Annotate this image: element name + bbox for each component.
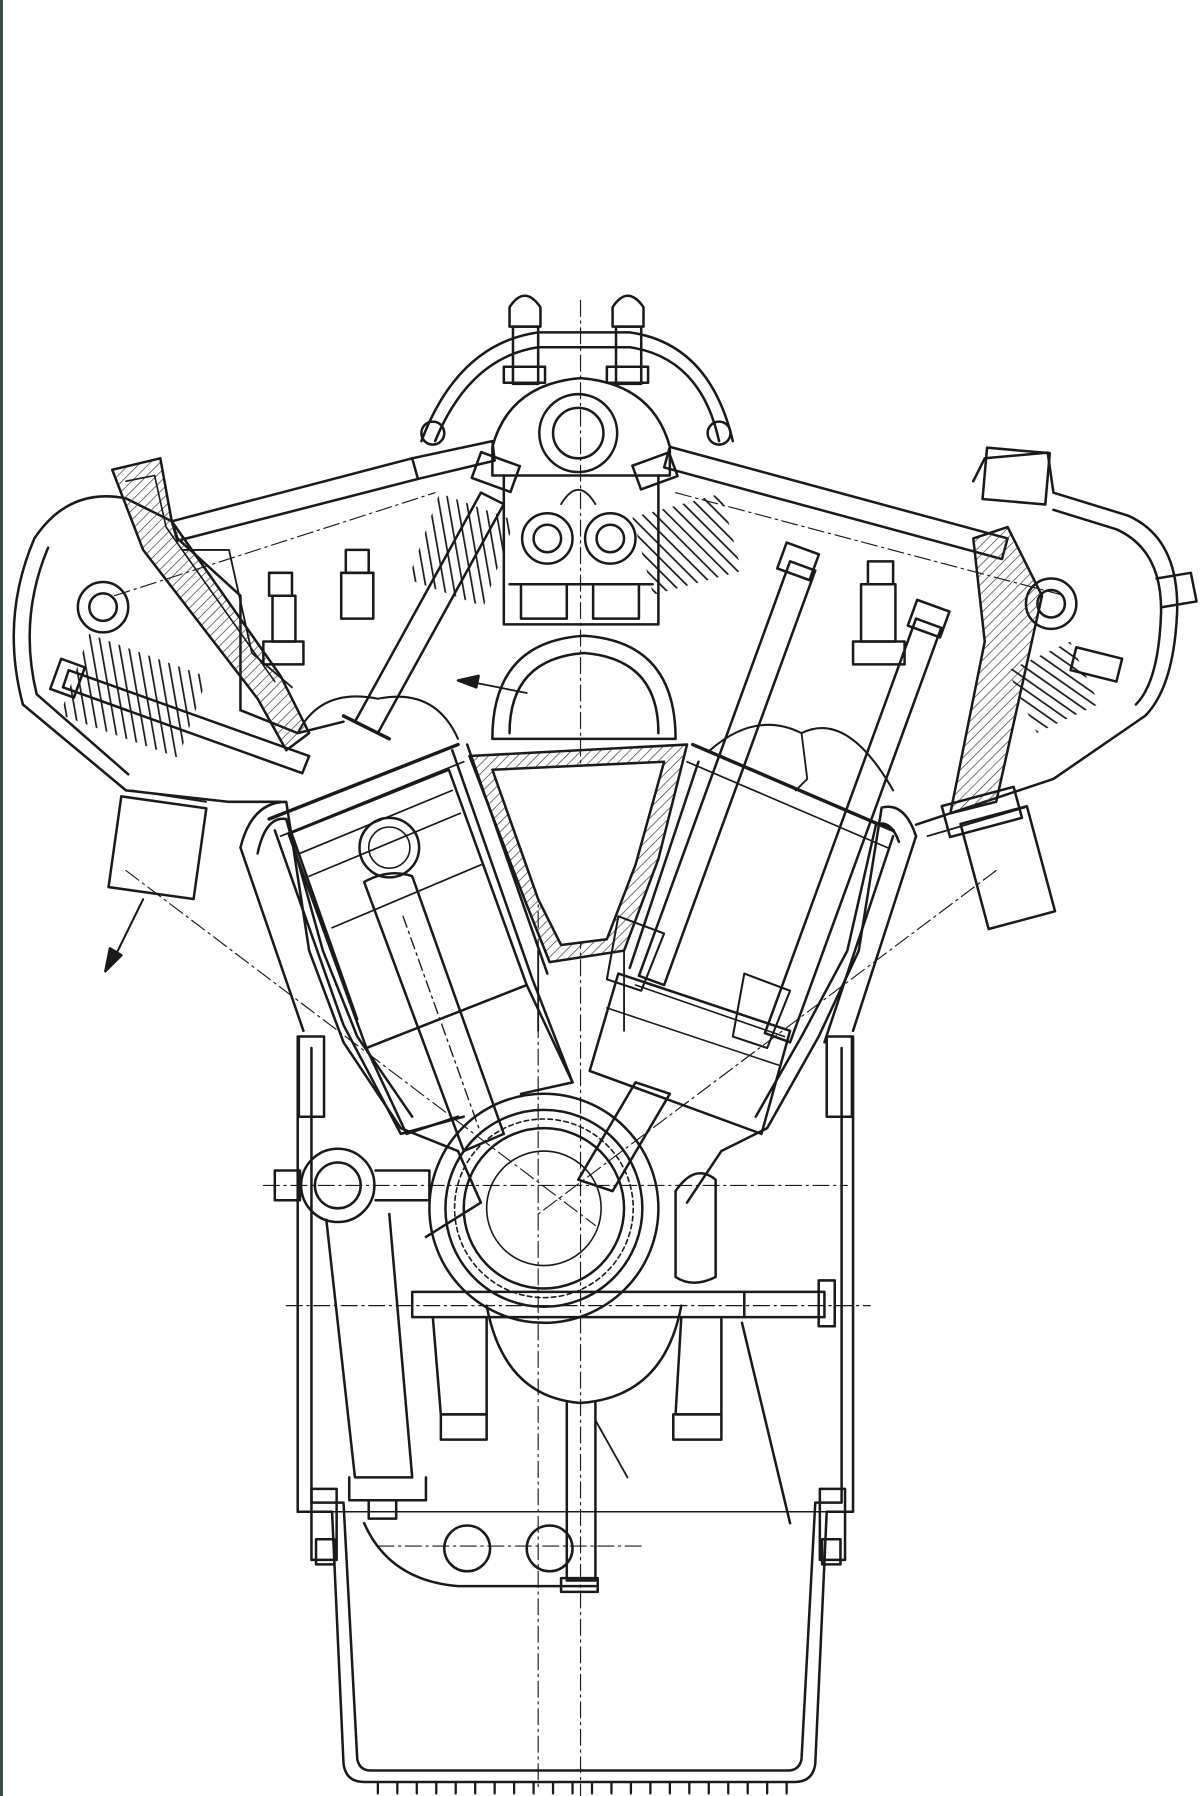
right-connecting-rod	[576, 1081, 672, 1193]
left-spark-plugs	[262, 548, 375, 666]
left-cylinder-head	[12, 495, 345, 804]
main-bearing	[410, 1171, 836, 1441]
left-exhaust-valve	[48, 633, 311, 775]
left-exhaust-port	[107, 457, 311, 901]
right-exhaust-port	[926, 525, 1057, 931]
cam-cover	[420, 331, 735, 446]
right-intake-valve	[631, 451, 742, 595]
crankcase	[296, 1035, 855, 1784]
right-piston	[588, 972, 792, 1136]
left-piston	[287, 768, 574, 1136]
left-intake-valve	[341, 450, 522, 741]
top-studs	[502, 294, 650, 386]
v-center-web	[468, 743, 689, 1032]
inlet-plenum	[491, 634, 677, 741]
page-edge-strip	[0, 0, 3, 1796]
auxiliary-shaft	[273, 1147, 597, 1588]
sump-fins	[376, 1780, 788, 1795]
crankshaft	[428, 1092, 683, 1594]
right-exhaust-valve	[1007, 641, 1124, 733]
combustion-chambers	[296, 695, 895, 792]
right-cylinder-head	[914, 446, 1198, 826]
right-spark-plugs	[851, 560, 906, 666]
right-cylinder-bank	[628, 742, 895, 1044]
crankcase-bolts	[297, 1035, 854, 1566]
left-connecting-rod	[362, 872, 506, 1153]
right-pushrods	[605, 541, 951, 1050]
flow-arrows	[104, 674, 528, 973]
oil-passage	[594, 1321, 792, 1525]
